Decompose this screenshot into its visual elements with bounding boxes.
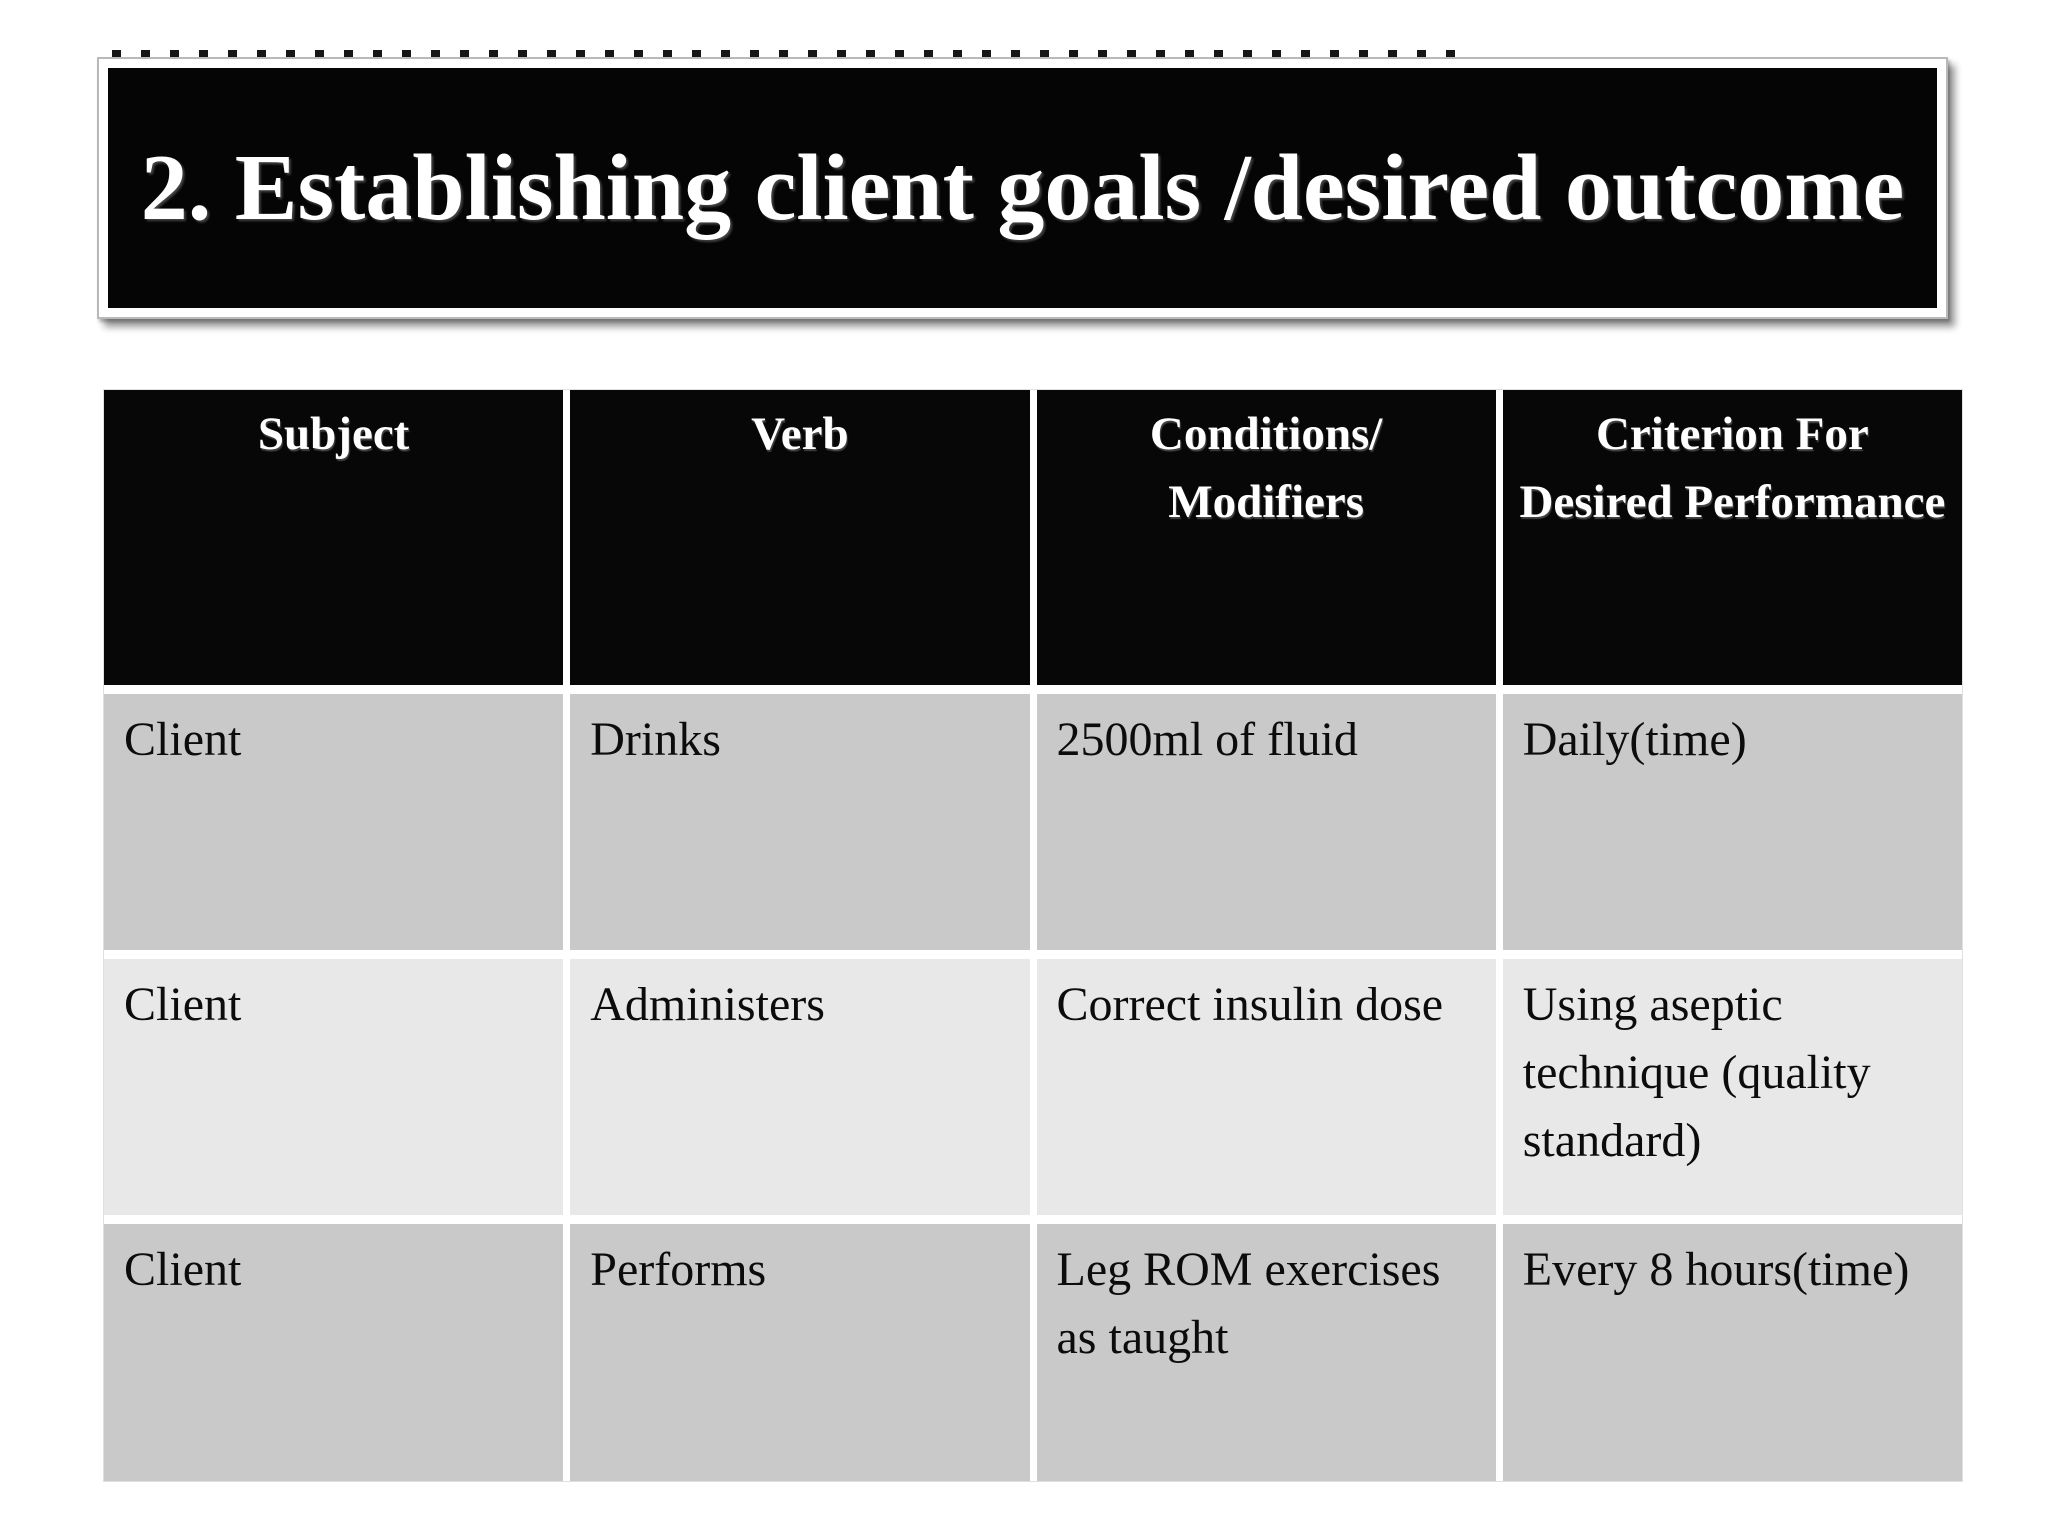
title-banner-fill: 2. Establishing client goals /desired ou… (108, 68, 1937, 308)
table-cell: Using aseptic technique (quality standar… (1502, 959, 1962, 1215)
header-cell-conditions: Conditions/ Modifiers (1036, 390, 1496, 685)
table-cell: Client (104, 1224, 564, 1481)
table-cell: Leg ROM exercises as taught (1036, 1224, 1496, 1481)
table-cell: Administers (570, 959, 1030, 1215)
table-cell: Correct insulin dose (1036, 959, 1496, 1215)
title-banner: 2. Establishing client goals /desired ou… (97, 57, 1948, 319)
header-cell-criterion: Criterion For Desired Performance (1502, 390, 1962, 685)
table-cell: Performs (570, 1224, 1030, 1481)
table-cell: Client (104, 959, 564, 1215)
table-cell: Drinks (570, 694, 1030, 950)
header-cell-subject: Subject (104, 390, 564, 685)
table-cell: Every 8 hours(time) (1502, 1224, 1962, 1481)
header-cell-verb: Verb (570, 390, 1030, 685)
table-cell: 2500ml of fluid (1036, 694, 1496, 950)
table-cell: Client (104, 694, 564, 950)
table-cell: Daily(time) (1502, 694, 1962, 950)
slide-title: 2. Establishing client goals /desired ou… (140, 135, 1905, 240)
client-goals-table: Subject Verb Conditions/ Modifiers Crite… (103, 389, 1963, 1482)
decorative-dashed-line (112, 50, 1457, 57)
